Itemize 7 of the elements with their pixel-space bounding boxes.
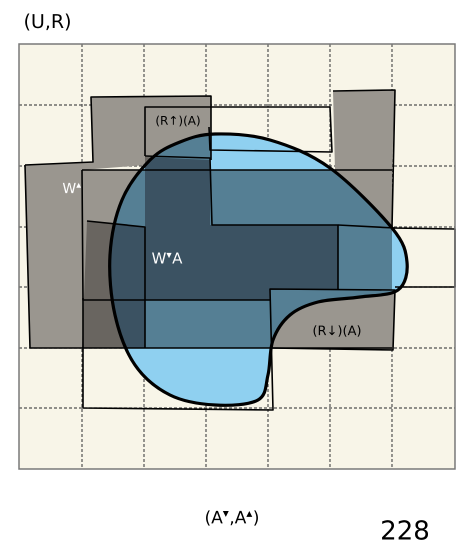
page-number: 228 [382, 520, 428, 540]
math-label: (R↓)(A) [314, 325, 360, 337]
math-label: (R↑)(A) [156, 116, 200, 126]
title: (U,R) [25, 14, 70, 30]
caption: (A$^{▾}$,A$^{▴}$) [206, 510, 258, 526]
math-label: W$^{▴}$ [62, 182, 82, 194]
math-label: W$^{▾}$A [152, 252, 182, 264]
